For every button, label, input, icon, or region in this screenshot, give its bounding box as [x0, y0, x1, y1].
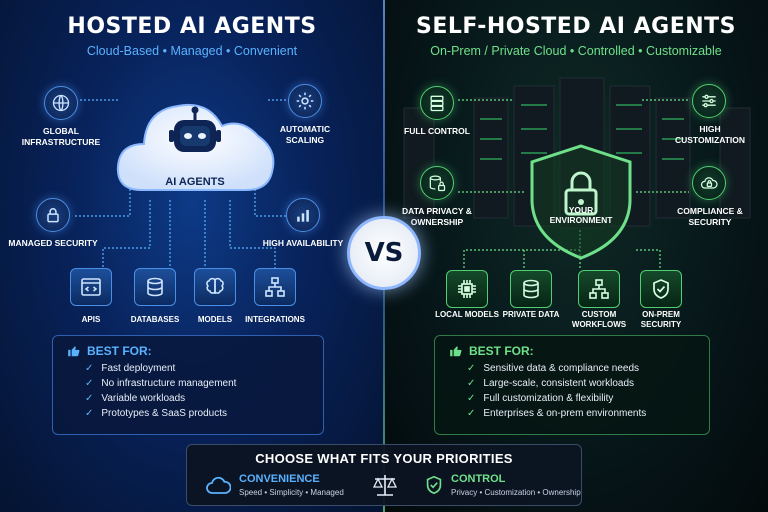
thumbs-up-icon: [450, 346, 462, 357]
self-hosted-panel: SELF-HOSTED AI AGENTS On-Prem / Private …: [384, 0, 768, 512]
feature-label-automatic-scaling: AUTOMATIC SCALING: [279, 124, 331, 145]
check-icon: ✓: [467, 408, 476, 419]
hosted-best-for-box: BEST FOR: ✓Fast deployment ✓No infrastru…: [52, 335, 324, 435]
service-label-private-data: PRIVATE DATA: [502, 310, 560, 319]
hosted-connectors: [75, 99, 290, 268]
control-title: CONTROL: [451, 473, 506, 485]
feature-label-high-customization: HIGH CUSTOMIZATION: [674, 124, 746, 145]
self-hosted-best-for-box: BEST FOR: ✓Sensitive data & compliance n…: [434, 335, 710, 435]
cloud-lock-icon: [692, 166, 726, 200]
list-item: ✓Full customization & flexibility: [467, 393, 614, 404]
database-icon: [510, 270, 552, 308]
shield-label: YOUR ENVIRONMENT: [549, 205, 613, 226]
thumbs-up-icon: [68, 346, 80, 357]
service-label-on-prem-security: ON-PREM SECURITY: [640, 310, 682, 329]
service-label-custom-workflows: CUSTOM WORKFLOWS: [571, 310, 627, 329]
self-hosted-title: SELF-HOSTED AI AGENTS: [415, 14, 737, 39]
gear-icon: [288, 84, 322, 118]
service-label-models: MODELS: [197, 315, 233, 324]
service-label-databases: DATABASES: [130, 315, 180, 324]
service-label-local-models: LOCAL MODELS: [435, 310, 499, 319]
priorities-bar: CHOOSE WHAT FITS YOUR PRIORITIES CONVENI…: [186, 444, 582, 506]
hosted-subtitle: Cloud-Based • Managed • Convenient: [86, 44, 298, 58]
code-window-icon: [70, 268, 112, 306]
lock-icon: [36, 198, 70, 232]
server-icon: [420, 86, 454, 120]
globe-icon: [44, 86, 78, 120]
scales-icon: [372, 475, 398, 496]
check-icon: ✓: [467, 378, 476, 389]
feature-label-managed-security: MANAGED SECURITY: [8, 238, 98, 248]
list-item: ✓No infrastructure management: [85, 378, 237, 389]
shield-check-icon: [640, 270, 682, 308]
control-subtitle: Privacy • Customization • Ownership: [451, 488, 581, 497]
database-icon: [134, 268, 176, 306]
database-lock-icon: [420, 166, 454, 200]
service-label-apis: APIs: [81, 315, 101, 324]
self-hosted-best-for-label: BEST FOR:: [469, 344, 534, 358]
list-item: ✓Variable workloads: [85, 393, 186, 404]
check-icon: ✓: [85, 408, 94, 419]
sliders-icon: [692, 84, 726, 118]
hosted-best-for-label: BEST FOR:: [87, 344, 152, 358]
check-icon: ✓: [85, 393, 94, 404]
robot-icon: [169, 106, 221, 152]
check-icon: ✓: [85, 363, 94, 374]
list-item: ✓Enterprises & on-prem environments: [467, 408, 647, 419]
feature-label-global-infrastructure: GLOBAL INFRASTRUCTURE: [21, 126, 101, 147]
convenience-column: CONVENIENCE Speed • Simplicity • Managed: [239, 473, 344, 497]
hosted-title: HOSTED AI AGENTS: [67, 14, 317, 39]
shield-icon: [530, 144, 632, 260]
workflow-icon: [578, 270, 620, 308]
list-item: ✓Sensitive data & compliance needs: [467, 363, 640, 374]
priorities-title: CHOOSE WHAT FITS YOUR PRIORITIES: [255, 451, 513, 466]
control-column: CONTROL Privacy • Customization • Owners…: [451, 473, 581, 497]
check-icon: ✓: [467, 393, 476, 404]
list-item: ✓Fast deployment: [85, 363, 176, 374]
service-label-integrations: INTEGRATIONS: [245, 315, 305, 324]
list-item: ✓Large-scale, consistent workloads: [467, 378, 635, 389]
feature-label-data-privacy: DATA PRIVACY & OWNERSHIP: [402, 206, 472, 227]
brain-icon: [194, 268, 236, 306]
chip-icon: [446, 270, 488, 308]
self-hosted-subtitle: On-Prem / Private Cloud • Controlled • C…: [430, 44, 722, 58]
check-icon: ✓: [467, 363, 476, 374]
convenience-title: CONVENIENCE: [239, 473, 320, 485]
bar-chart-icon: [286, 198, 320, 232]
cloud-icon: [206, 476, 231, 494]
vs-badge: VS: [347, 216, 421, 290]
feature-label-high-availability: HIGH AVAILABILITY: [262, 238, 344, 248]
hosted-panel: HOSTED AI AGENTS Cloud-Based • Managed •…: [0, 0, 384, 512]
cloud-label: AI AGENTS: [165, 176, 225, 188]
network-icon: [254, 268, 296, 306]
convenience-subtitle: Speed • Simplicity • Managed: [239, 488, 344, 497]
feature-label-full-control: FULL CONTROL: [404, 126, 470, 136]
list-item: ✓Prototypes & SaaS products: [85, 408, 228, 419]
shield-check-icon: [426, 475, 442, 495]
check-icon: ✓: [85, 378, 94, 389]
feature-label-compliance-security: COMPLIANCE & SECURITY: [677, 206, 743, 227]
